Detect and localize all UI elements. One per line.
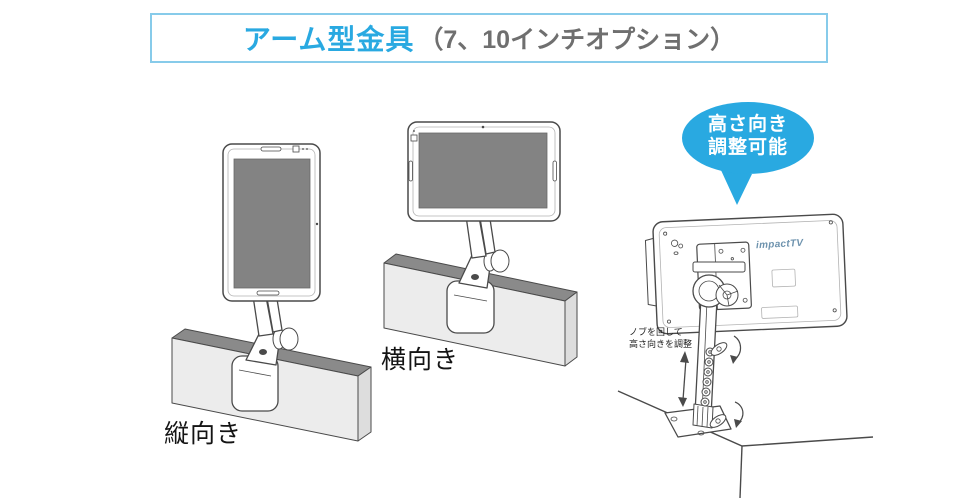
page-title-sub: （7、10インチオプション） (418, 26, 736, 54)
caption-portrait: 縦向き (164, 420, 243, 448)
corner-screw (832, 308, 837, 313)
tablet-screen (233, 158, 311, 289)
tablet-screen (418, 132, 548, 209)
hinge (692, 274, 739, 308)
bubble-line2: 調整可能 (707, 137, 788, 158)
annotation-line1: ノブを回して (629, 327, 683, 337)
annotation-line2: 高さ向きを調整 (629, 338, 693, 349)
wing-knob-top (710, 342, 728, 356)
ratchet-chain (700, 347, 715, 407)
mount-bar (692, 261, 746, 273)
screw-hole (670, 416, 678, 422)
bolt (471, 274, 479, 280)
speaker-slot (408, 160, 413, 182)
rotate-arrow-icon-top (730, 335, 742, 364)
height-adjust-arrow-icon (678, 351, 689, 407)
arm-column (692, 296, 718, 429)
caption-landscape: 横向き (381, 346, 460, 374)
arm (252, 295, 283, 337)
tablet-portrait (222, 143, 321, 302)
corner-screw (663, 231, 668, 236)
screw-hole (697, 430, 705, 436)
bolt (259, 349, 267, 355)
label-sticker (761, 305, 799, 319)
home-slot (256, 290, 280, 296)
corner-screw (828, 220, 833, 225)
tablet-back (644, 213, 848, 335)
speaker-slot (552, 160, 557, 182)
wing-knob-bottom-center (715, 418, 721, 424)
figure-back-view (617, 102, 874, 498)
wing-knob-bottom (709, 414, 727, 428)
table-corner (617, 390, 874, 498)
adjust-knob (272, 327, 299, 351)
rear-camera-icon (670, 239, 679, 247)
title-box: アーム型金具（7、10インチオプション） (150, 13, 828, 63)
wing-knob-top-center (716, 346, 722, 352)
arm (465, 215, 496, 259)
page-title: アーム型金具 (242, 24, 415, 55)
speaker-slot (260, 146, 282, 152)
speech-bubble-icon (682, 102, 814, 205)
corner-screw (666, 319, 671, 324)
knob-annotation: ノブを回して 高さ向きを調整 (629, 327, 692, 350)
bubble-line1: 高さ向き (707, 114, 788, 135)
camera-icon (481, 125, 485, 129)
label-sticker (771, 268, 796, 288)
tablet-landscape (407, 121, 561, 222)
clamp (446, 250, 495, 334)
adjust-knob (483, 249, 510, 273)
figure-portrait (171, 143, 372, 442)
speech-bubble-text: 高さ向き 調整可能 (683, 113, 813, 159)
figure-landscape (383, 121, 578, 367)
camera-icon (292, 145, 300, 153)
rotate-arrow-icon-bottom (734, 401, 744, 428)
